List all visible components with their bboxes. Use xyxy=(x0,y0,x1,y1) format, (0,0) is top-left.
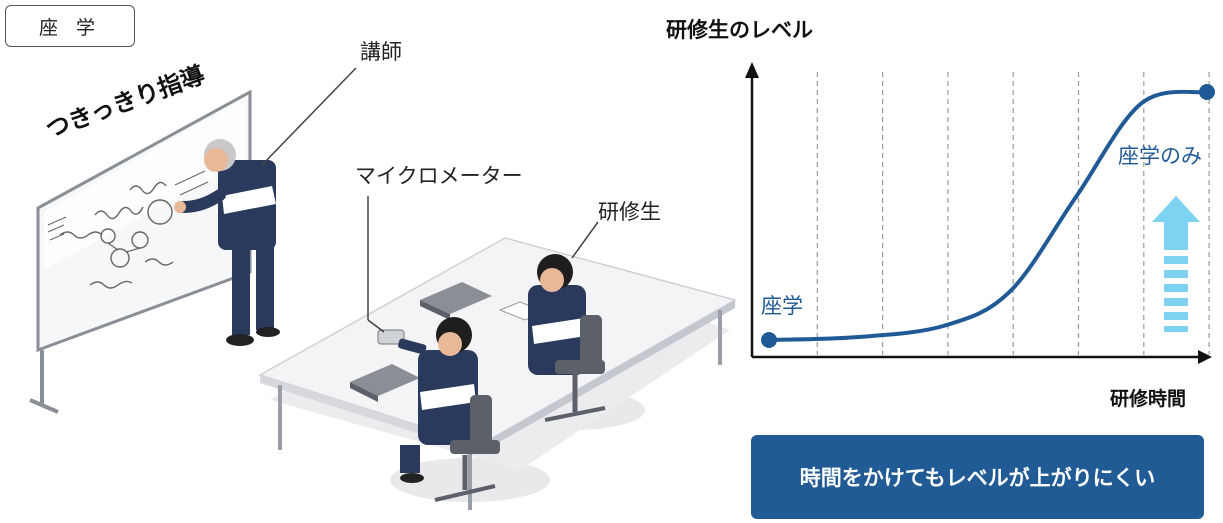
chart-x-label: 研修時間 xyxy=(1110,388,1187,410)
label-trainee: 研修生 xyxy=(598,200,661,224)
chart-gridlines xyxy=(816,72,1210,355)
trainee-front-figure xyxy=(400,317,500,502)
label-instructor: 講師 xyxy=(360,40,402,64)
trainee-back-figure xyxy=(528,254,606,422)
instructor-figure xyxy=(174,139,280,346)
binder-2 xyxy=(350,364,420,402)
curve-end-point xyxy=(1199,84,1215,100)
micrometer-tool xyxy=(377,329,427,355)
level-curve xyxy=(767,89,1209,342)
label-micrometer: マイクロメーター xyxy=(355,164,523,188)
whiteboard xyxy=(29,89,252,414)
curve-end-label: 座学のみ xyxy=(1118,144,1202,168)
curve-start-point xyxy=(761,332,777,348)
instructor-leader-line xyxy=(261,67,357,166)
curve-start-label: 座学 xyxy=(761,294,803,318)
binder-1 xyxy=(420,282,492,320)
chart-axes xyxy=(745,62,1212,364)
micrometer-leader-tip xyxy=(367,319,385,333)
chart-title: 研修生のレベル xyxy=(666,18,813,42)
trainee-leader-line xyxy=(571,221,599,259)
section-tag: 座 学 xyxy=(5,5,135,47)
summary-banner: 時間をかけてもレベルが上がりにくい xyxy=(751,435,1204,519)
up-arrow-icon xyxy=(1152,196,1200,332)
